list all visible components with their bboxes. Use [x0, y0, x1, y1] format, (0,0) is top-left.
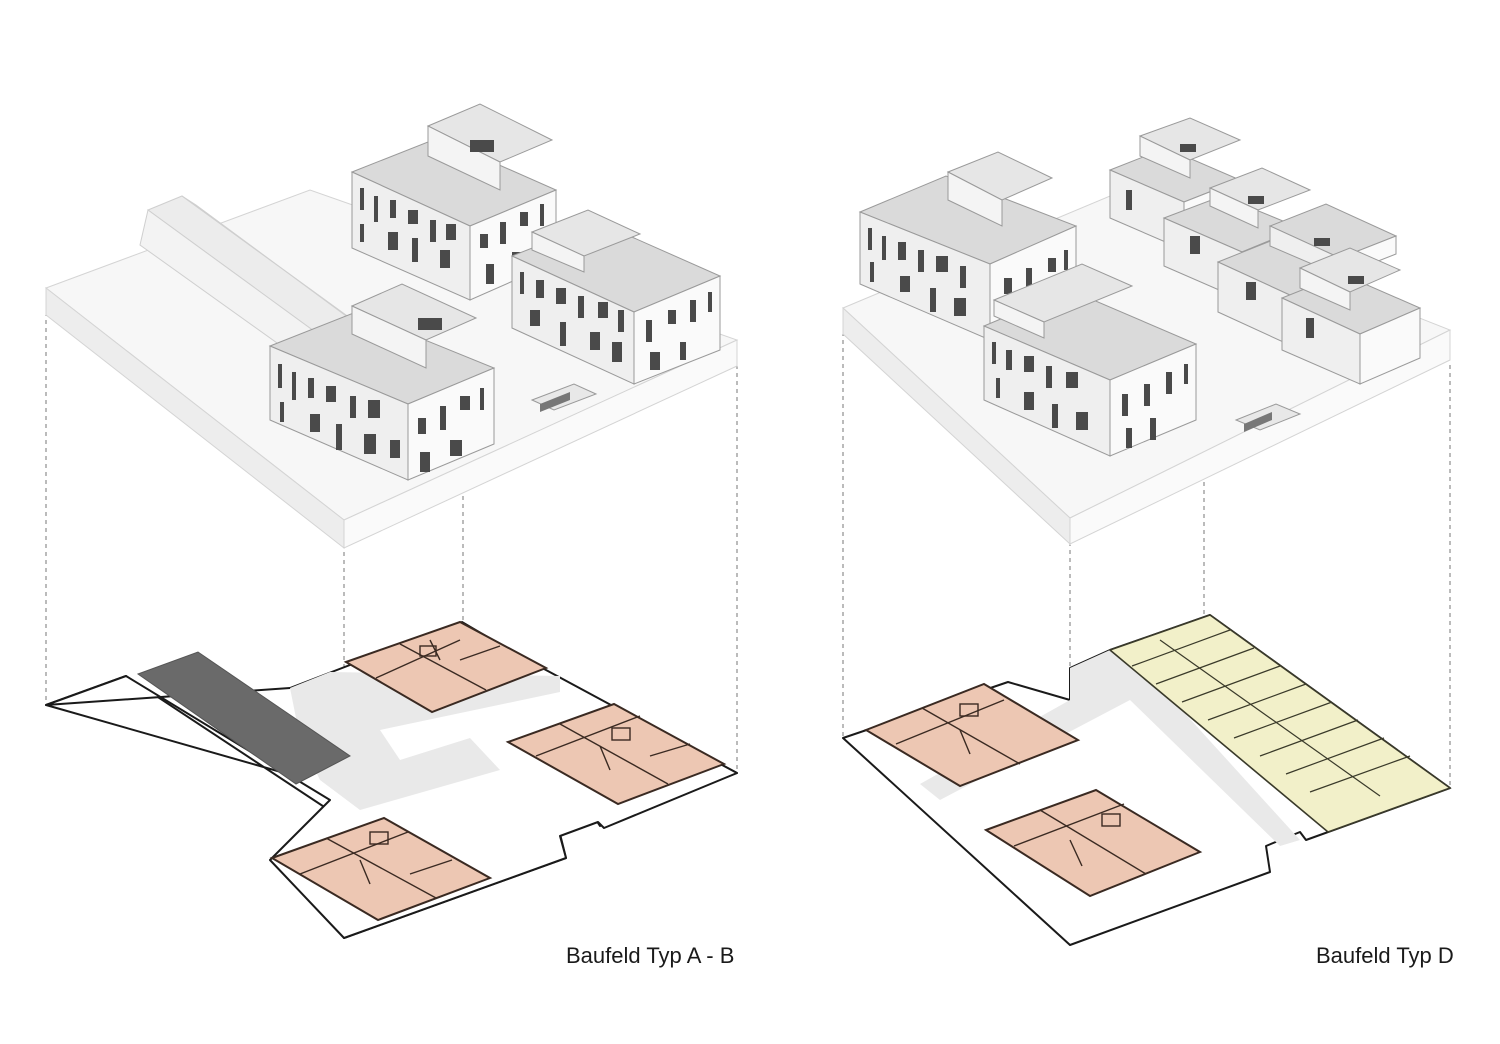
apartment-plan-d1: [863, 682, 1081, 788]
panel-right: [842, 117, 1452, 946]
rowhouse-8: [1298, 247, 1402, 311]
building-3d-d2: [982, 263, 1198, 457]
caption-baufeld-typ-a-b: Baufeld Typ A - B: [566, 943, 735, 968]
apartment-plan-b: [505, 702, 727, 806]
apartment-plan-a: [343, 620, 549, 714]
windows-c: [278, 318, 484, 472]
windows-d2: [992, 342, 1188, 448]
building-3d-a: [350, 103, 558, 301]
apartment-plan-c: [269, 816, 493, 922]
windows-b: [520, 272, 712, 370]
garage-entry-left: [530, 383, 598, 412]
rowhouse-plan: [1108, 614, 1452, 833]
floor-plan-right: [842, 614, 1452, 946]
caption-baufeld-typ-d: Baufeld Typ D: [1316, 943, 1454, 968]
windows-a: [360, 140, 544, 284]
building-3d-b: [510, 209, 722, 385]
rowhouse-4: [1208, 167, 1312, 229]
panel-left: [44, 103, 739, 939]
garage-entry-right: [1234, 403, 1302, 432]
apartment-plan-d2: [983, 788, 1203, 898]
path-network-left: [290, 672, 560, 810]
building-3d-c: [268, 283, 496, 481]
floor-plan-left: [45, 620, 738, 939]
existing-building-footprint: [136, 651, 351, 785]
windows-d1: [868, 228, 1068, 316]
rowhouses-3d: [1108, 117, 1422, 385]
rowhouse-2: [1138, 117, 1242, 179]
